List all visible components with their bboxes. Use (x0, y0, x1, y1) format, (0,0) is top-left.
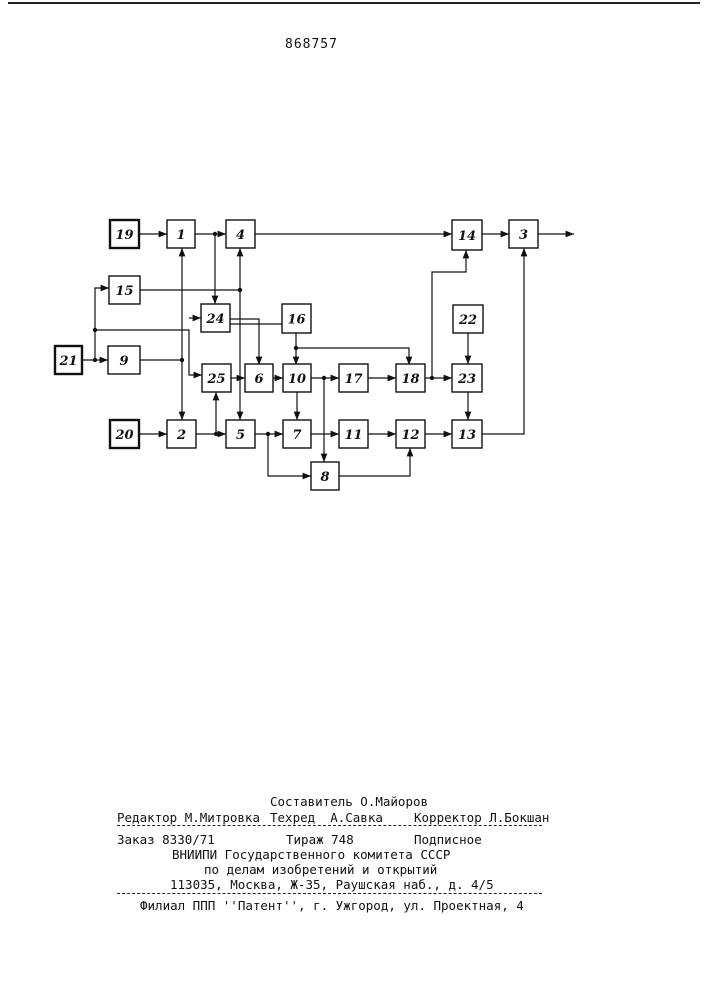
block-14: 14 (452, 220, 482, 250)
address-line: 113035, Москва, Ж-35, Раушская наб., д. … (170, 877, 494, 892)
block-25-label: 25 (206, 372, 225, 387)
junction-dot (294, 346, 298, 350)
block-23: 23 (452, 364, 482, 392)
block-10-label: 10 (288, 372, 306, 387)
affairs-line: по делам изобретений и открытий (204, 862, 437, 877)
techred-line: Техред А.Савка (270, 810, 383, 825)
block-5: 5 (226, 420, 255, 448)
block-10: 10 (283, 364, 311, 392)
subscription-line: Подписное (414, 832, 482, 847)
block-15: 15 (109, 276, 140, 304)
footer-divider (117, 893, 542, 894)
block-2-label: 2 (176, 428, 186, 443)
block-17-label: 17 (344, 372, 362, 387)
block-6-label: 6 (254, 372, 263, 387)
block-22-label: 22 (458, 313, 477, 328)
block-9-label: 9 (119, 354, 128, 369)
block-18: 18 (396, 364, 425, 392)
block-18-label: 18 (401, 372, 419, 387)
block-11-label: 11 (344, 428, 362, 443)
block-17: 17 (339, 364, 368, 392)
branch-line: Филиал ППП ''Патент'', г. Ужгород, ул. П… (140, 898, 524, 913)
block-1-label: 1 (176, 228, 185, 243)
block-24-label: 24 (205, 312, 224, 327)
block-20: 20 (110, 420, 139, 448)
composer-line: Составитель О.Майоров (270, 794, 428, 809)
editor-line: Редактор М.Митровка (117, 810, 260, 825)
junction-dot (430, 376, 434, 380)
block-2: 2 (167, 420, 196, 448)
block-8-label: 8 (320, 470, 329, 485)
block-7: 7 (283, 420, 311, 448)
block-19-label: 19 (115, 228, 133, 243)
block-6: 6 (245, 364, 273, 392)
junction-dot (180, 358, 184, 362)
block-25: 25 (202, 364, 231, 392)
connection-lines (82, 232, 574, 476)
block-20-label: 20 (114, 428, 133, 443)
junction-dot (214, 432, 218, 436)
footer-divider (117, 825, 542, 826)
block-7-label: 7 (292, 428, 301, 443)
junction-dot (266, 432, 270, 436)
junction-dot (93, 328, 97, 332)
block-4-label: 4 (236, 228, 245, 243)
block-15-label: 15 (115, 284, 133, 299)
block-21-label: 21 (58, 354, 77, 369)
block-22: 22 (453, 305, 483, 333)
block-13: 13 (452, 420, 482, 448)
block-11: 11 (339, 420, 368, 448)
block-13-label: 13 (458, 428, 476, 443)
order-line: Заказ 8330/71 (117, 832, 215, 847)
block-24: 24 (201, 304, 230, 332)
block-16: 16 (282, 304, 311, 333)
corrector-line: Корректор Л.Бокшан (414, 810, 549, 825)
block-12-label: 12 (401, 428, 419, 443)
block-5-label: 5 (236, 428, 245, 443)
block-23-label: 23 (457, 372, 476, 387)
junction-dot (93, 358, 97, 362)
block-1: 1 (167, 220, 195, 248)
block-3-label: 3 (519, 228, 528, 243)
block-12: 12 (396, 420, 425, 448)
organization-line: ВНИИПИ Государственного комитета СССР (172, 847, 450, 862)
junction-dot (238, 288, 242, 292)
block-19: 19 (110, 220, 139, 248)
block-16-label: 16 (287, 313, 305, 328)
circulation-line: Тираж 748 (286, 832, 354, 847)
block-8: 8 (311, 462, 339, 490)
block-3: 3 (509, 220, 538, 248)
junction-dot (213, 232, 217, 236)
block-9: 9 (108, 346, 140, 374)
block-4: 4 (226, 220, 255, 248)
block-14-label: 14 (458, 229, 476, 244)
junction-dot (322, 376, 326, 380)
block-21: 21 (55, 346, 82, 374)
